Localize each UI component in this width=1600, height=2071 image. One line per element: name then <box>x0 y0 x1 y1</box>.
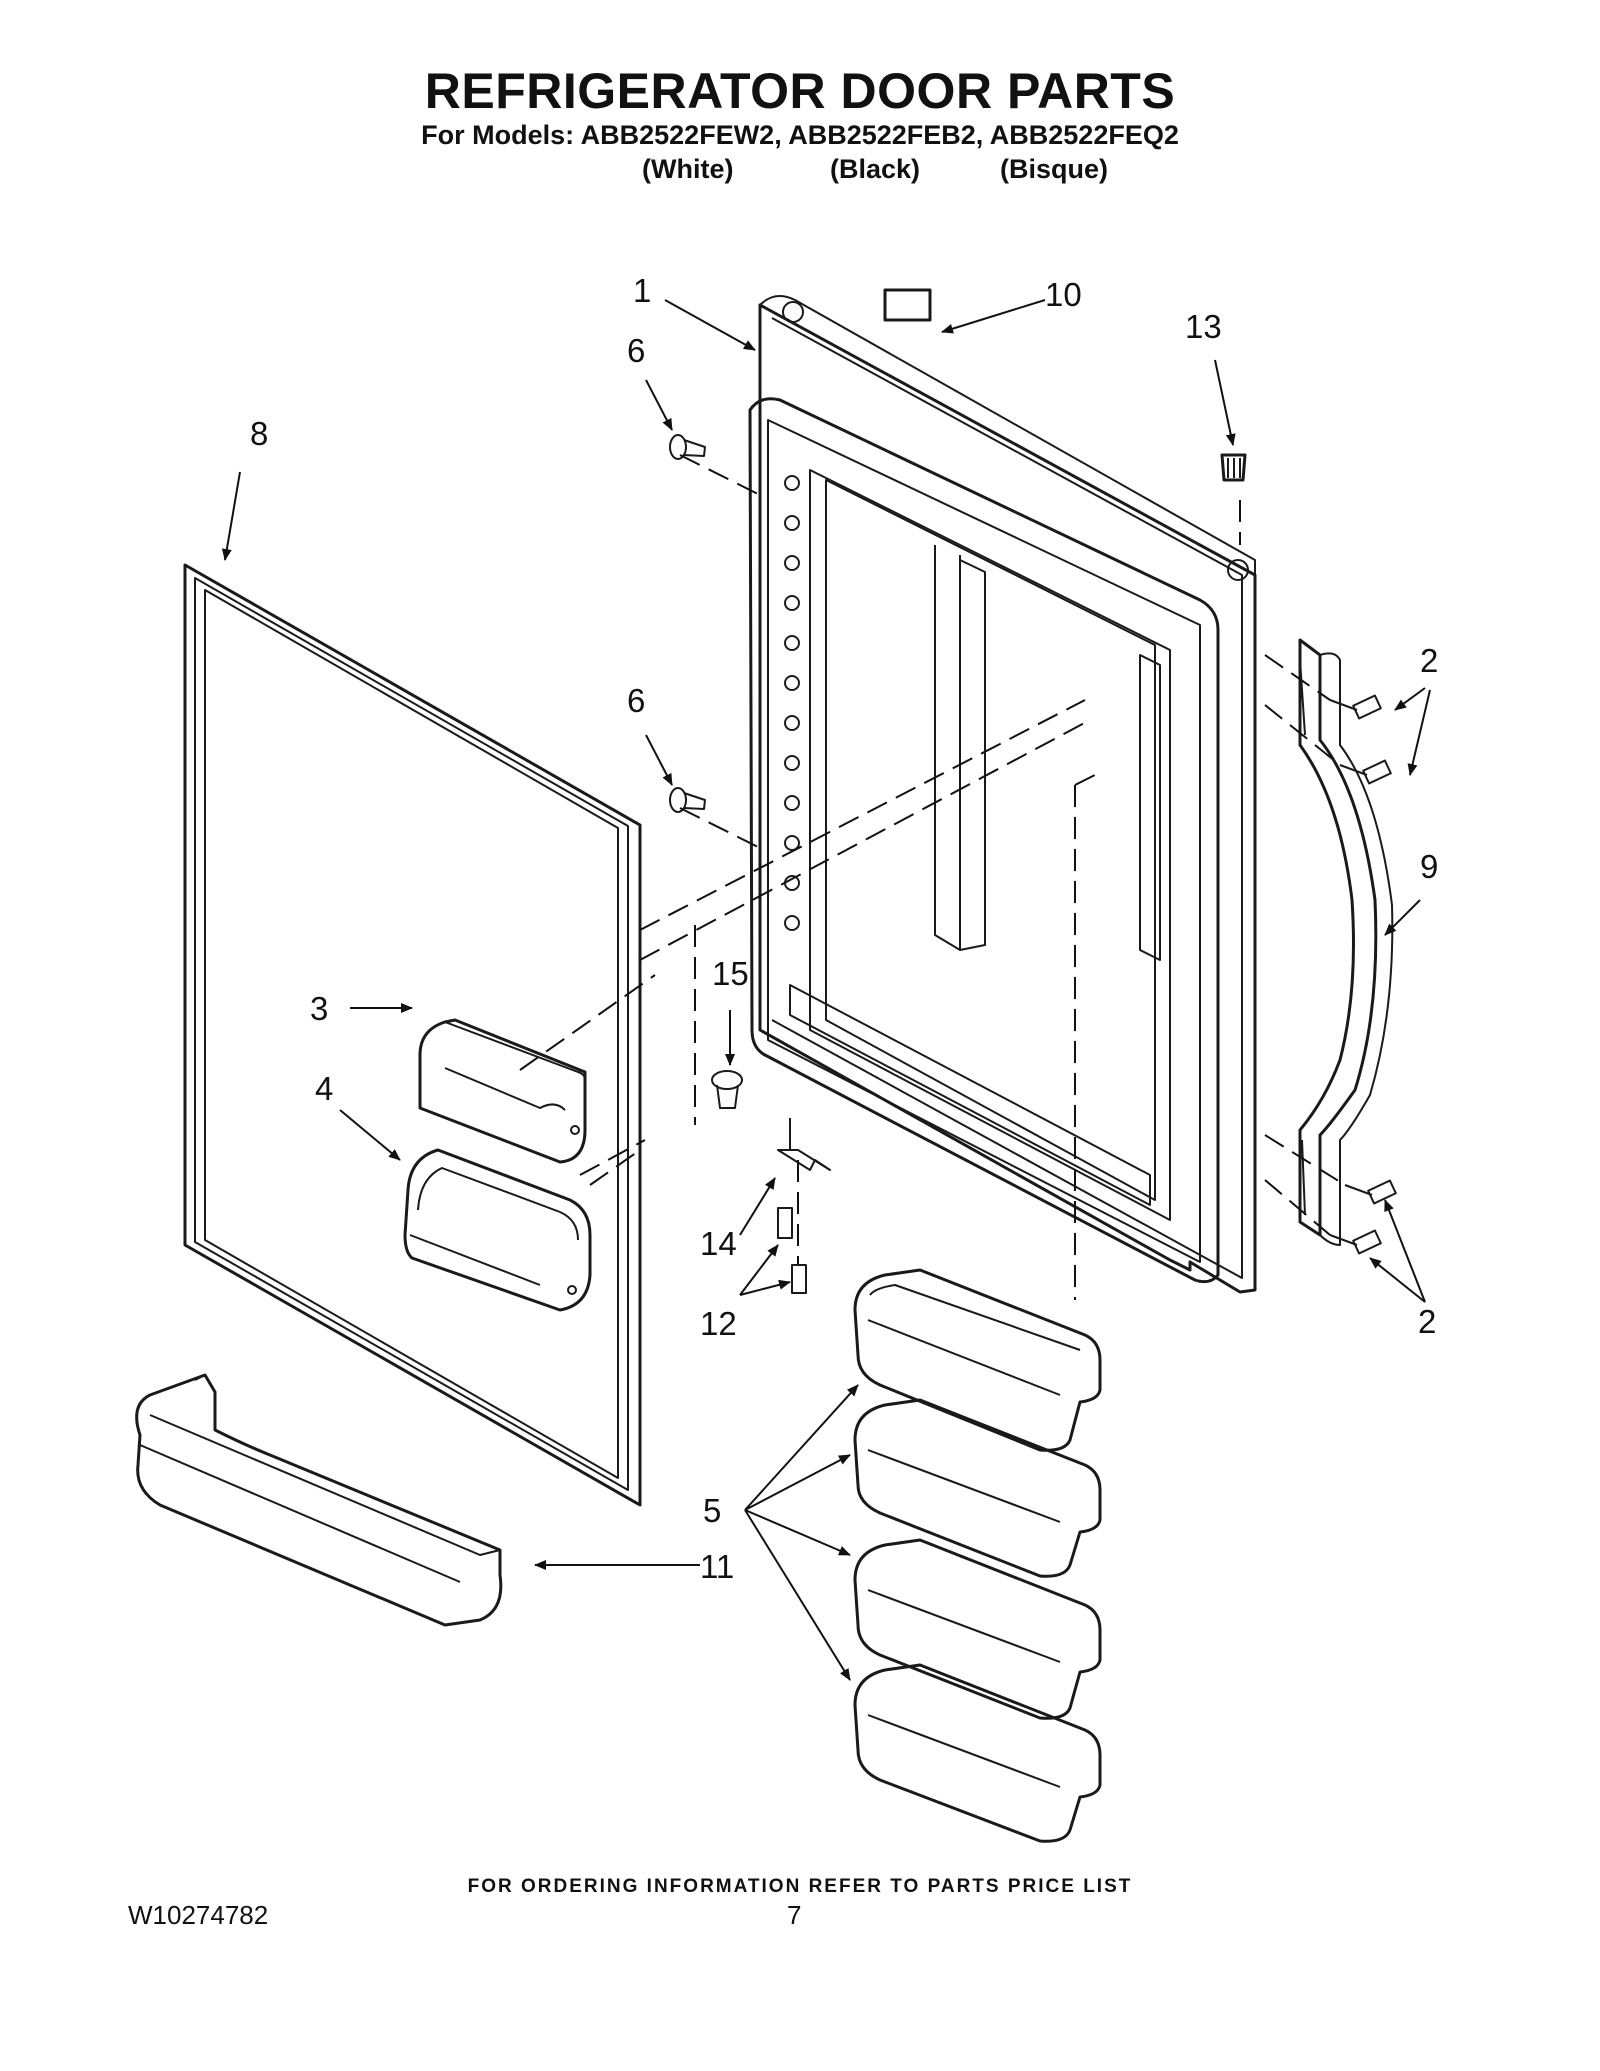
bracket-and-screws <box>777 1118 831 1294</box>
door-handle <box>1298 638 1394 1246</box>
door-label <box>883 288 932 322</box>
callout-5: 5 <box>703 1492 721 1529</box>
dispenser-cover <box>418 1018 587 1164</box>
callout-1: 1 <box>633 272 651 309</box>
cap-screws <box>669 434 706 813</box>
assembly-dash-lines <box>519 454 1346 1300</box>
callout-8: 8 <box>250 415 268 452</box>
dispenser-bin <box>403 1148 592 1312</box>
bottom-bin <box>135 1373 503 1627</box>
door-plug <box>1220 453 1247 482</box>
callout-2-bottom: 2 <box>1418 1303 1436 1340</box>
callout-14: 14 <box>700 1225 737 1262</box>
callout-11: 11 <box>700 1548 734 1585</box>
callout-4: 4 <box>315 1070 333 1107</box>
callout-6-top: 6 <box>627 332 645 369</box>
handle-screws <box>1329 694 1397 1255</box>
door-gasket <box>183 563 642 1507</box>
color-white-label: (White) <box>642 154 734 184</box>
document-number: W10274782 <box>128 1900 269 1930</box>
page-number: 7 <box>787 1900 802 1930</box>
door-bins <box>853 1268 1102 1843</box>
callout-13: 13 <box>1185 308 1222 345</box>
callout-9: 9 <box>1420 848 1438 885</box>
callout-15: 15 <box>712 955 749 992</box>
callout-3: 3 <box>310 990 328 1027</box>
ordering-note: FOR ORDERING INFORMATION REFER TO PARTS … <box>467 1876 1133 1897</box>
callout-2-top: 2 <box>1420 642 1438 679</box>
page-title: REFRIGERATOR DOOR PARTS <box>424 63 1176 119</box>
door-liner <box>748 397 1220 1284</box>
leader-arrows <box>221 299 1431 1681</box>
model-list: For Models: ABB2522FEW2, ABB2522FEB2, AB… <box>421 120 1179 150</box>
color-bisque-label: (Bisque) <box>1000 154 1108 184</box>
callout-10: 10 <box>1045 276 1082 313</box>
color-black-label: (Black) <box>830 154 921 184</box>
retainer-clip <box>711 1070 743 1109</box>
callout-12: 12 <box>700 1305 737 1342</box>
callout-6-mid: 6 <box>627 682 645 719</box>
door-outer-panel <box>758 295 1257 1294</box>
shelf-clip-row <box>784 475 800 931</box>
